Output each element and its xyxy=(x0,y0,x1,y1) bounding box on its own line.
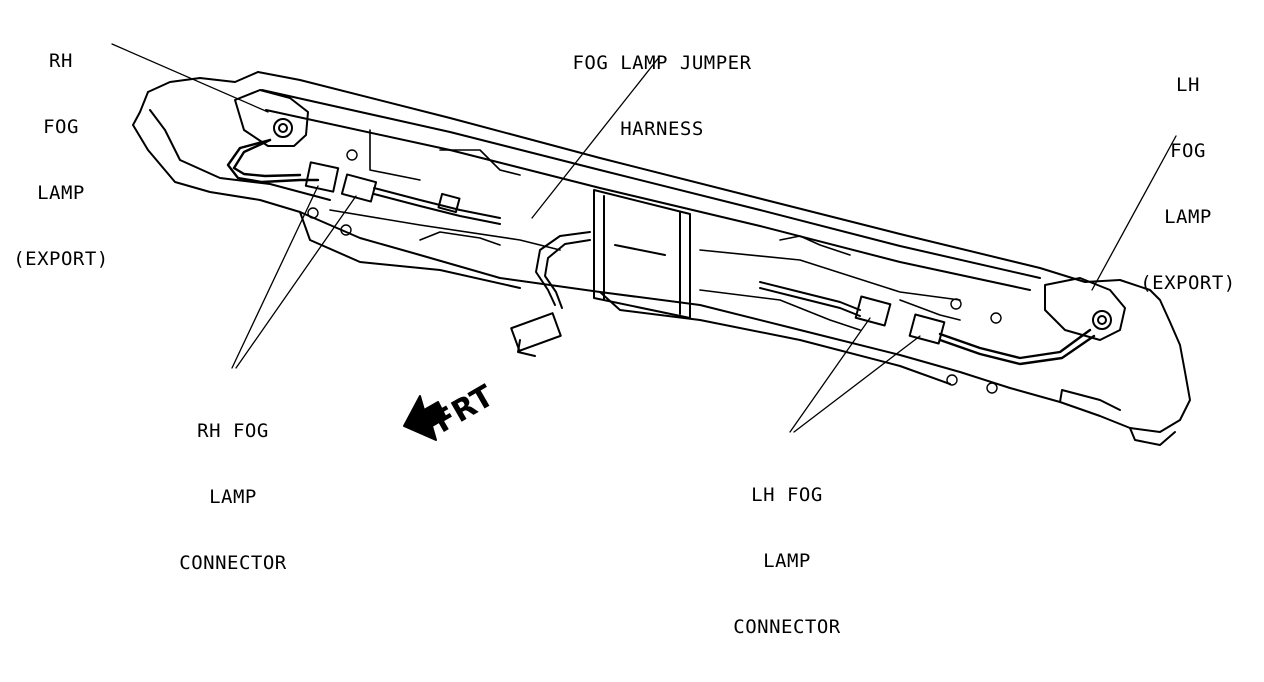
rh-connector-label-line: CONNECTOR xyxy=(179,552,287,574)
leader-rh-connector-1 xyxy=(231,185,319,369)
rh-connector-label: RH FOG LAMP CONNECTOR xyxy=(158,376,308,618)
lh-fog-lamp-label-line: FOG xyxy=(1170,140,1206,162)
rh-fog-lamp xyxy=(234,89,309,147)
rh-connector-label-line: RH FOG xyxy=(197,420,269,442)
leader-lines xyxy=(111,43,1177,433)
leader-lh-connector-1 xyxy=(789,317,871,433)
lh-fog-lamp-label-line: LH xyxy=(1176,74,1200,96)
lh-fog-wiring xyxy=(759,281,1096,366)
leader-rh-connector-2 xyxy=(235,195,357,369)
bumper-fascia xyxy=(132,71,1191,446)
fasteners xyxy=(307,149,1002,394)
bumper-inner-rails xyxy=(329,129,961,331)
lh-connector-label-line: CONNECTOR xyxy=(733,616,841,638)
lh-fog-lamp-label: LH FOG LAMP (EXPORT) xyxy=(1124,30,1252,338)
jumper-harness-label-line: FOG LAMP JUMPER xyxy=(572,52,752,74)
leader-lh-connector-2 xyxy=(793,335,921,433)
rh-fog-lamp-label-line: RH xyxy=(49,50,73,72)
jumper-harness-label: FOG LAMP JUMPER HARNESS xyxy=(540,8,784,184)
rh-fog-lamp-label-line: FOG xyxy=(43,116,79,138)
lh-fog-lamp-label-line: LAMP xyxy=(1164,206,1212,228)
leader-jumper-harness xyxy=(531,55,661,219)
rh-fog-lamp-label-line: (EXPORT) xyxy=(13,248,109,270)
rh-fog-lamp-label-line: LAMP xyxy=(37,182,85,204)
front-arrow-icon xyxy=(403,395,447,441)
rh-fog-lamp-label: RH FOG LAMP (EXPORT) xyxy=(6,6,116,314)
bumper-illustration xyxy=(111,43,1191,446)
lh-connector-label-line: LAMP xyxy=(763,550,811,572)
lh-connector-label: LH FOG LAMP CONNECTOR xyxy=(712,440,862,682)
leader-rh-fog-lamp xyxy=(111,43,269,113)
rh-connector-label-line: LAMP xyxy=(209,486,257,508)
leader-lh-fog-lamp xyxy=(1091,135,1177,291)
diagram-canvas: RH FOG LAMP (EXPORT) FOG LAMP JUMPER HAR… xyxy=(6,6,1252,638)
jumper-harness-label-line: HARNESS xyxy=(620,118,704,140)
rh-fog-wiring xyxy=(226,138,320,184)
jumper-harness-pigtail xyxy=(510,231,591,357)
center-bracket xyxy=(593,189,691,319)
rh-fog-lamp-connector-shape xyxy=(304,161,501,225)
lh-fog-lamp-label-line: (EXPORT) xyxy=(1140,272,1236,294)
lh-fog-lamp xyxy=(1044,277,1126,341)
lh-connector-label-line: LH FOG xyxy=(751,484,823,506)
